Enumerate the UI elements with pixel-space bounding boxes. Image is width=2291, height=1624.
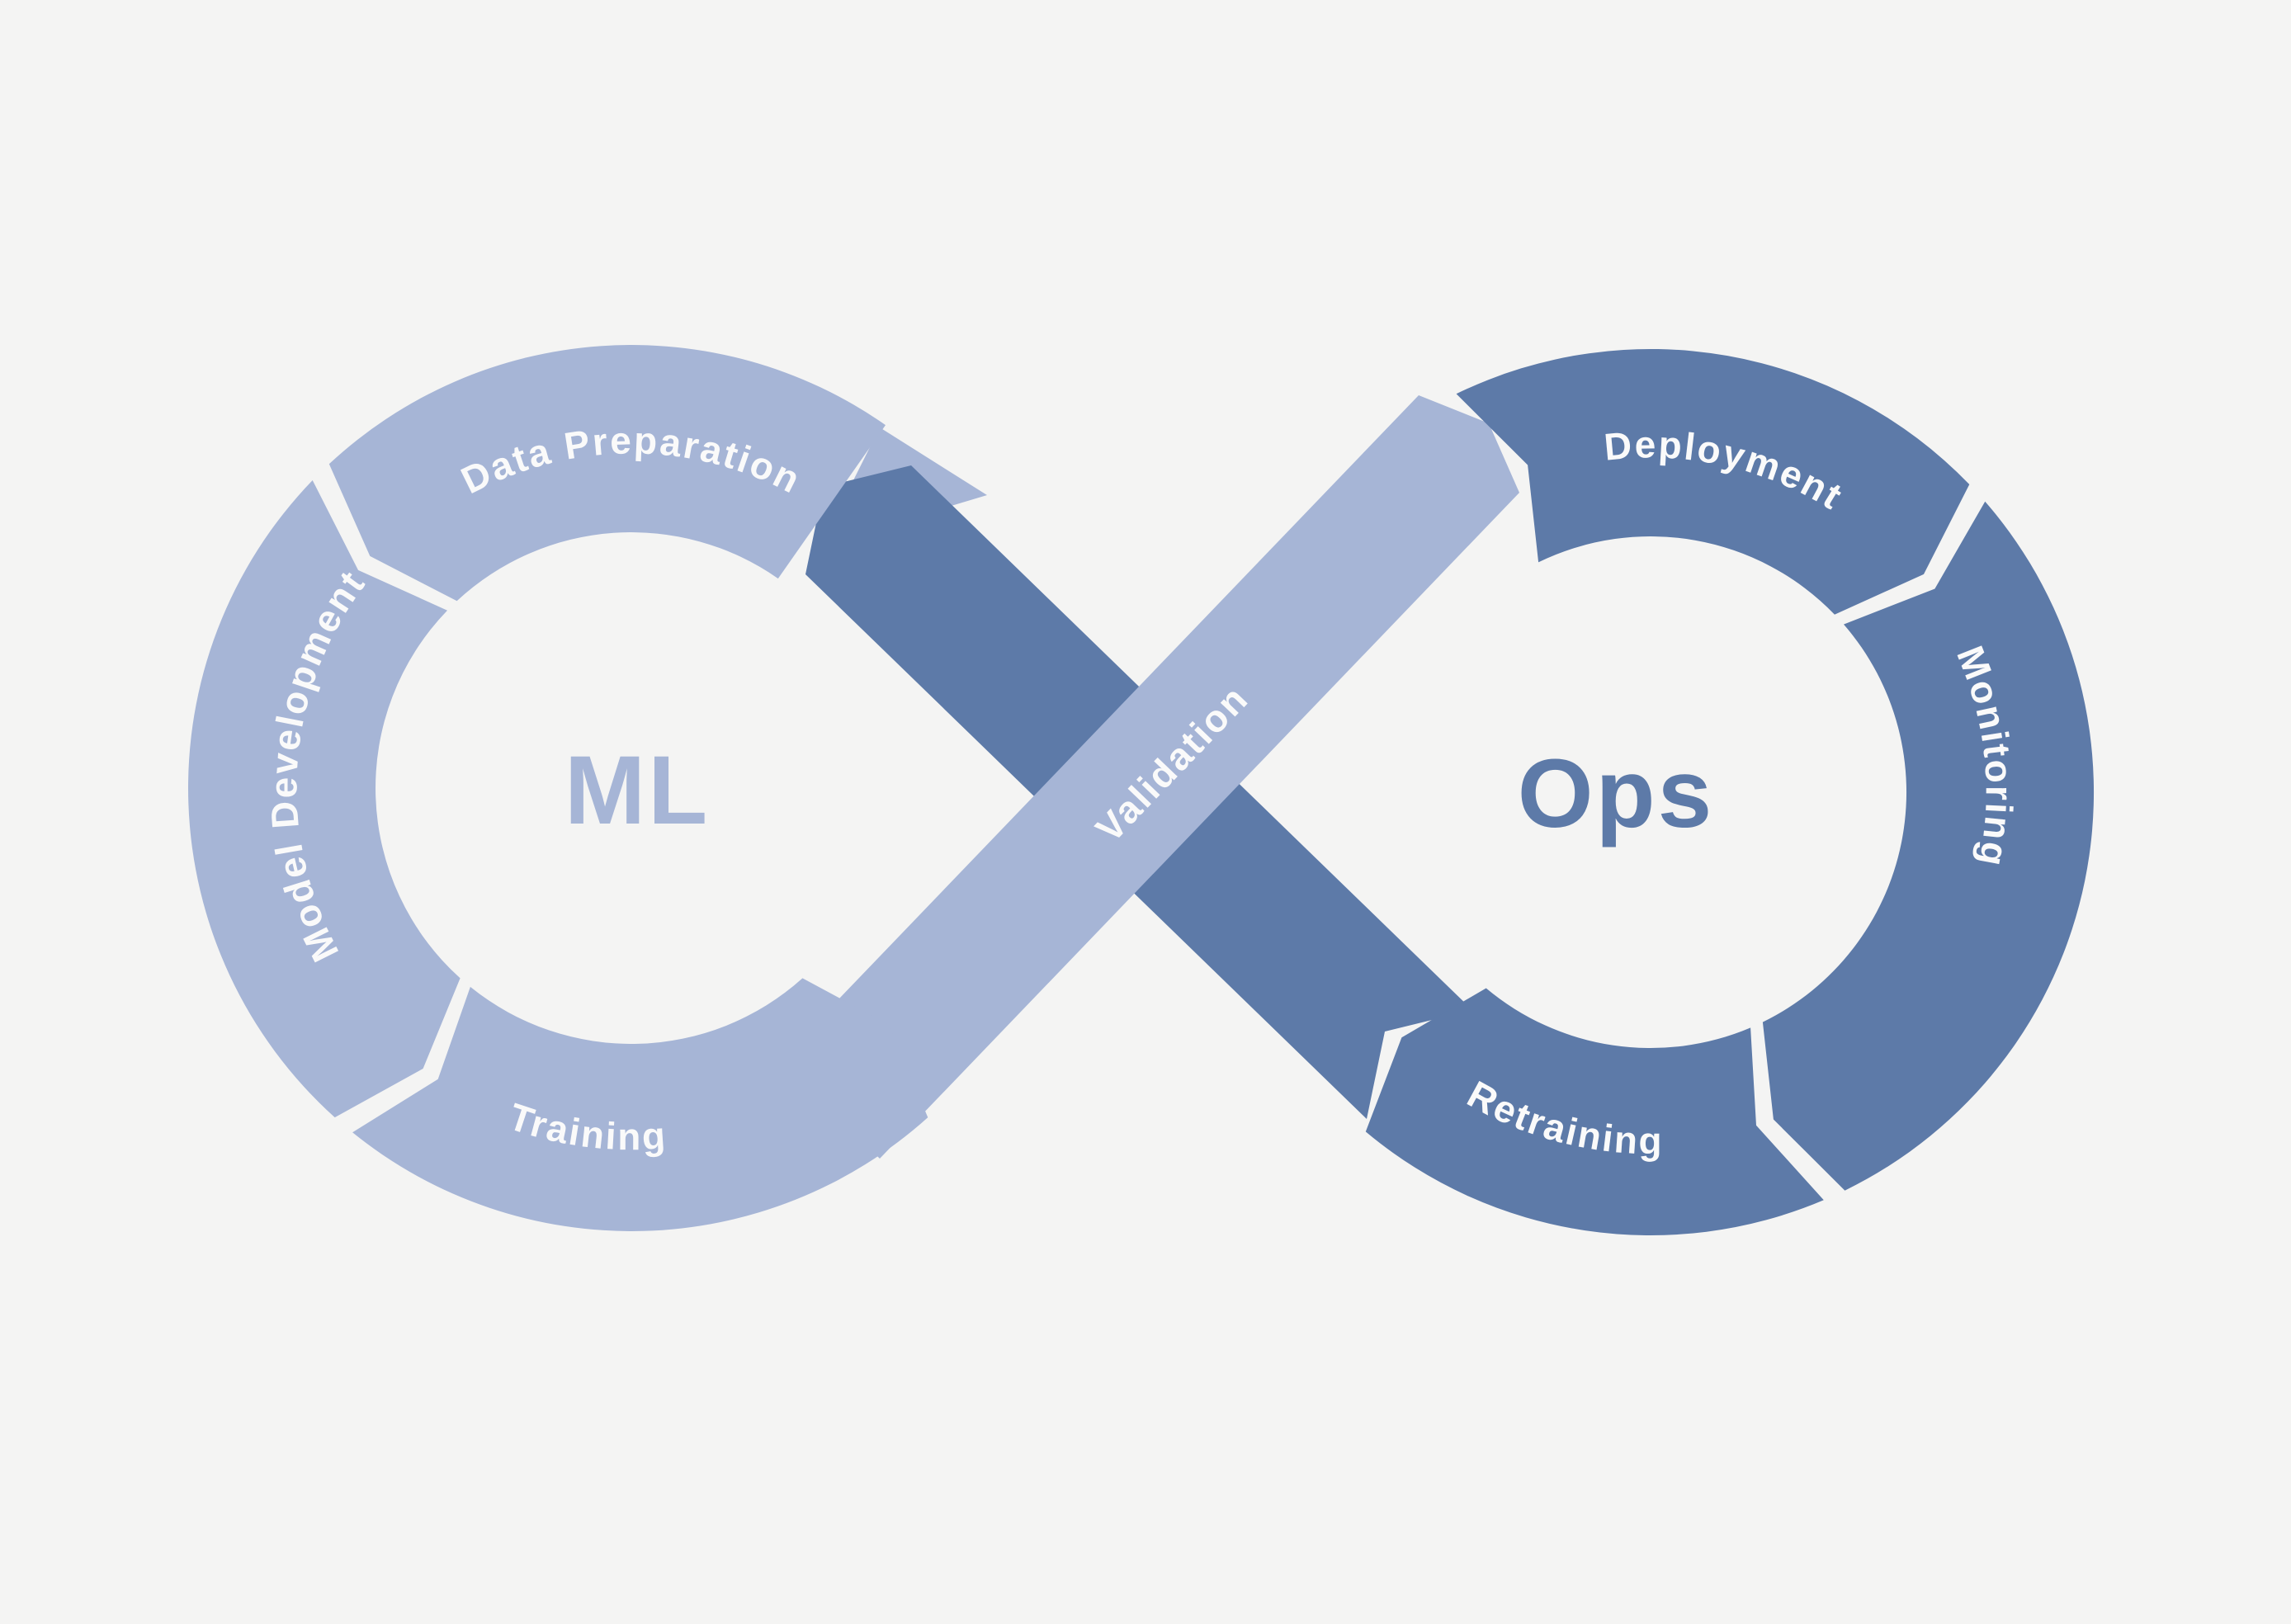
segment-training bbox=[352, 978, 928, 1231]
segment-data-preparation bbox=[328, 345, 886, 602]
segment-model-development bbox=[188, 480, 461, 1118]
ops-center-label: Ops bbox=[1518, 739, 1715, 848]
validation-band bbox=[779, 395, 1519, 1159]
segment-deployment bbox=[1456, 348, 1970, 615]
ml-center-label: ML bbox=[564, 736, 710, 845]
segment-retraining bbox=[1365, 988, 1824, 1236]
segment-monitoring bbox=[1762, 501, 2095, 1191]
